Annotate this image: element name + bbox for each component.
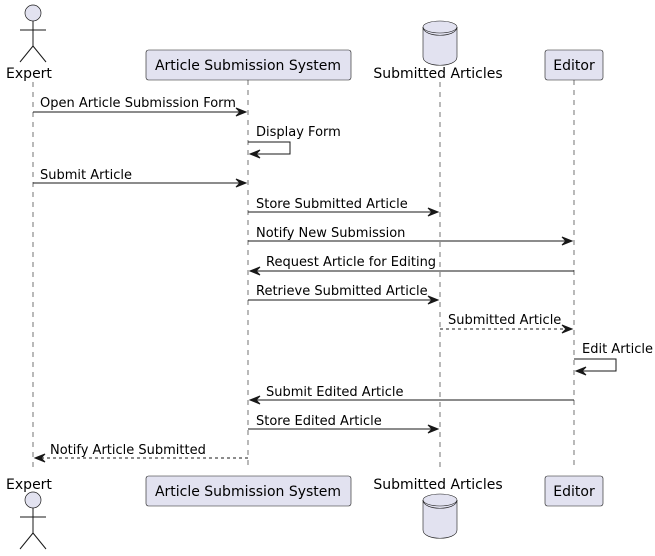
actor-head-icon (24, 491, 42, 509)
message-10: Submit Edited Article (248, 385, 574, 405)
actor-expert-top: Expert (6, 4, 52, 82)
message-9: Edit Article (574, 342, 653, 376)
arrow-head-icon (235, 107, 248, 117)
message-label: Notify New Submission (256, 226, 405, 241)
message-label: Submit Article (40, 168, 132, 183)
database-submitted-articles-bottom: Submitted Articles (373, 477, 503, 539)
participant-label-expert: Expert (6, 66, 52, 82)
participant-label-submitted-articles: Submitted Articles (373, 66, 502, 82)
arrow-head-icon (561, 236, 574, 246)
participant-editor-top: Editor (544, 49, 604, 81)
message-6: Request Article for Editing (248, 255, 574, 276)
message-label: Submitted Article (448, 313, 561, 328)
participant-label-expert: Expert (6, 477, 52, 493)
message-label: Retrieve Submitted Article (256, 284, 428, 299)
participant-article-submission-system-top: Article Submission System (145, 49, 352, 81)
message-7: Retrieve Submitted Article (248, 284, 440, 305)
message-1: Open Article Submission Form (33, 96, 248, 117)
message-label: Request Article for Editing (266, 255, 436, 270)
message-4: Store Submitted Article (248, 197, 440, 217)
participant-label-article-submission-system: Article Submission System (155, 484, 341, 500)
message-label: Submit Edited Article (266, 385, 404, 400)
participant-label-submitted-articles: Submitted Articles (373, 477, 502, 493)
participant-editor-bottom: Editor (544, 475, 604, 507)
message-2: Display Form (248, 125, 341, 159)
participant-label-article-submission-system: Article Submission System (155, 58, 341, 74)
actor-expert-bottom: Expert (6, 477, 52, 550)
message-label: Store Edited Article (256, 414, 382, 429)
arrow-head-icon (561, 324, 574, 334)
arrow-head-icon (427, 207, 440, 217)
arrow-head-icon (248, 149, 261, 159)
message-12: Notify Article Submitted (33, 443, 248, 463)
message-label: Open Article Submission Form (40, 96, 236, 111)
message-label: Store Submitted Article (256, 197, 408, 212)
database-icon (422, 27, 458, 66)
participant-label-editor: Editor (553, 484, 595, 500)
arrow-head-icon (248, 266, 261, 276)
actor-head-icon (24, 4, 42, 22)
arrow-head-icon (427, 295, 440, 305)
message-label: Edit Article (582, 342, 653, 357)
message-3: Submit Article (33, 168, 248, 188)
message-8: Submitted Article (440, 313, 574, 334)
arrow-head-icon (33, 453, 46, 463)
message-label: Notify Article Submitted (50, 443, 206, 458)
arrow-head-icon (248, 395, 261, 405)
database-submitted-articles-top: Submitted Articles (373, 20, 503, 82)
message-label: Display Form (256, 125, 341, 140)
arrow-head-icon (235, 178, 248, 188)
arrow-head-icon (427, 424, 440, 434)
message-11: Store Edited Article (248, 414, 440, 434)
database-icon (422, 500, 458, 539)
participant-label-editor: Editor (553, 58, 595, 74)
message-5: Notify New Submission (248, 226, 574, 246)
participant-article-submission-system-bottom: Article Submission System (145, 475, 352, 507)
arrow-head-icon (574, 366, 587, 376)
